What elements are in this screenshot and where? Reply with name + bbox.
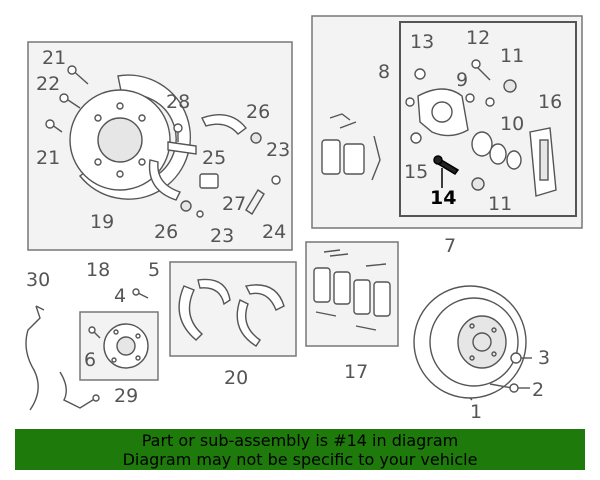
parking-shoe-small — [148, 159, 181, 201]
hub-bolt-5 — [132, 288, 149, 299]
label-16: 16 — [538, 91, 562, 113]
label-5: 5 — [148, 259, 160, 281]
label-6: 6 — [84, 349, 96, 371]
caliper-bolts — [410, 59, 517, 191]
label-19: 19 — [90, 211, 114, 233]
label-29: 29 — [114, 385, 138, 407]
highlighted-bolt-14[interactable] — [433, 155, 460, 188]
adjuster-strut — [167, 123, 197, 155]
label-9: 9 — [456, 69, 468, 91]
label-23-top: 23 — [266, 139, 290, 161]
label-14: 14 — [430, 187, 456, 209]
label-18: 18 — [86, 259, 110, 281]
label-30: 30 — [26, 269, 50, 291]
info-banner: Part or sub-assembly is #14 in diagram D… — [15, 429, 585, 470]
label-8: 8 — [378, 61, 390, 83]
label-23-bottom: 23 — [210, 225, 234, 247]
label-26-top: 26 — [246, 101, 270, 123]
brake-pads-7 — [321, 113, 381, 181]
caliper-body — [405, 88, 469, 137]
label-15: 15 — [404, 161, 428, 183]
brake-rotor — [413, 285, 527, 401]
caliper-bracket — [529, 127, 557, 197]
label-25: 25 — [202, 147, 226, 169]
label-11-bottom: 11 — [488, 193, 512, 215]
label-21-bottom: 21 — [36, 147, 60, 169]
label-10: 10 — [500, 113, 524, 135]
label-22: 22 — [36, 73, 60, 95]
label-26-bottom: 26 — [154, 221, 178, 243]
banner-line-1: Part or sub-assembly is #14 in diagram — [141, 430, 459, 450]
label-17: 17 — [344, 361, 368, 383]
label-28: 28 — [166, 91, 190, 113]
label-27: 27 — [222, 193, 246, 215]
dust-shield-segment — [201, 114, 247, 135]
backing-plate-bolts — [45, 65, 89, 133]
label-1: 1 — [470, 401, 482, 423]
label-2: 2 — [532, 379, 544, 401]
label-4: 4 — [114, 285, 126, 307]
caliper-piston — [471, 131, 522, 170]
brake-pads-17 — [313, 249, 391, 331]
small-hardware — [180, 132, 281, 218]
rotor-bolt-2 — [489, 383, 530, 393]
label-12: 12 — [466, 27, 490, 49]
label-3: 3 — [538, 347, 550, 369]
parking-brake-shoes — [178, 278, 285, 347]
label-24: 24 — [262, 221, 286, 243]
label-20: 20 — [224, 367, 248, 389]
label-11-top: 11 — [500, 45, 524, 67]
label-21-top: 21 — [42, 47, 66, 69]
backing-plate — [69, 74, 191, 200]
banner-line-2: Diagram may not be specific to your vehi… — [122, 449, 478, 469]
label-13: 13 — [410, 31, 434, 53]
label-7: 7 — [444, 235, 456, 257]
abs-sensor-wire — [25, 305, 100, 411]
wheel-hub — [88, 323, 149, 369]
rotor-screw-3 — [510, 352, 532, 364]
